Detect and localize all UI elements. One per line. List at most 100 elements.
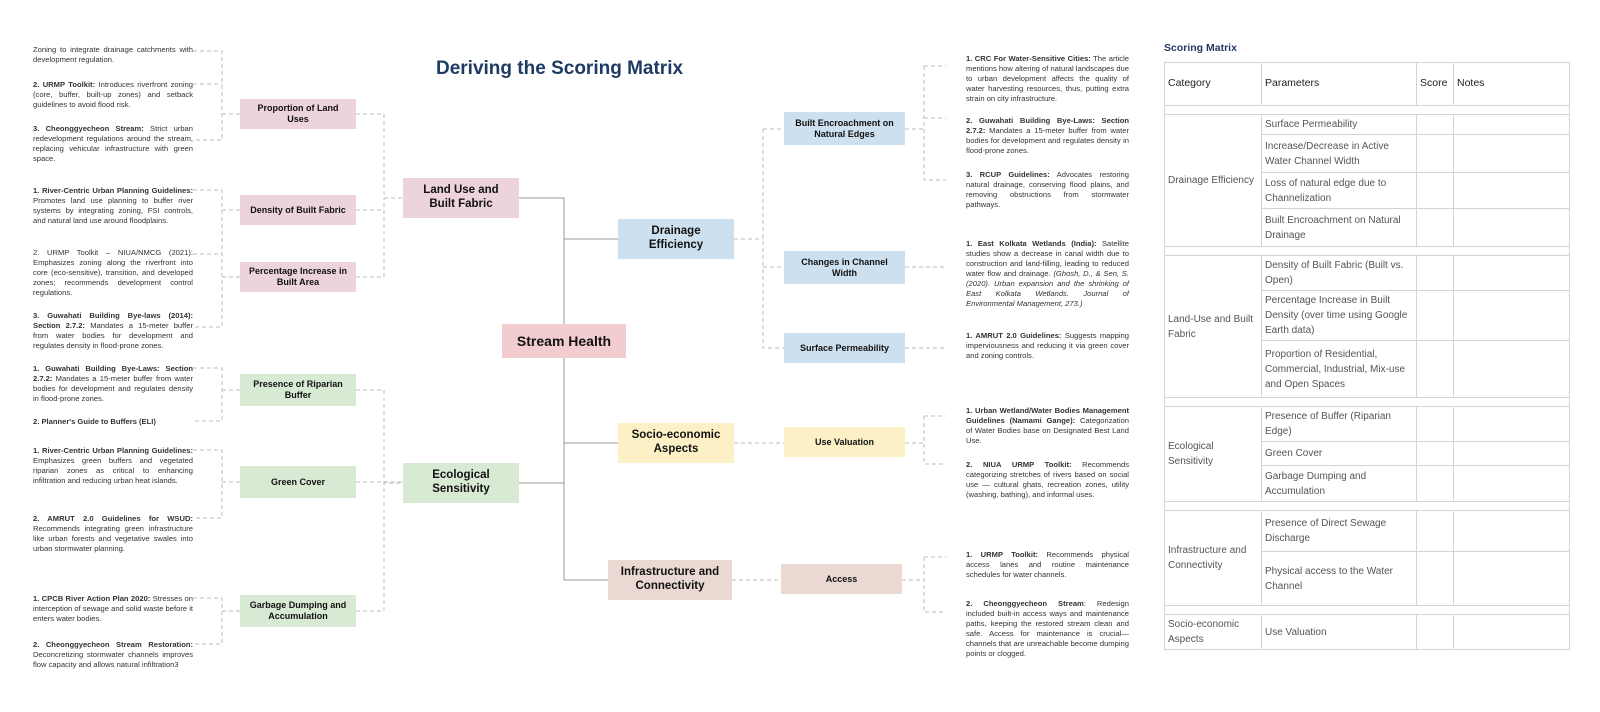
matrix-notes-cell[interactable] [1453, 340, 1570, 398]
matrix-notes-cell[interactable] [1453, 255, 1570, 291]
matrix-parameter-cell: Green Cover [1261, 441, 1417, 466]
matrix-category-cell: Land-Use and Built Fabric [1164, 255, 1262, 398]
matrix-score-cell[interactable] [1416, 134, 1454, 173]
matrix-parameter-cell: Density of Built Fabric (Built vs. Open) [1261, 255, 1417, 291]
matrix-category-cell: Socio-economic Aspects [1164, 614, 1262, 650]
note-niua-urmp-social: 2. NIUA URMP Toolkit: Recommends categor… [966, 460, 1129, 500]
matrix-parameter-cell: Increase/Decrease in Active Water Channe… [1261, 134, 1417, 173]
note-guwahati-buffer: 1. Guwahati Building Bye-Laws: Section 2… [33, 364, 193, 404]
note-cheonggyecheon-access: 2. Cheonggyecheon Stream: Redesign inclu… [966, 599, 1129, 659]
connector-line [923, 557, 946, 613]
matrix-score-cell[interactable] [1416, 614, 1454, 650]
matrix-notes-cell[interactable] [1453, 208, 1570, 247]
param-proportion-land-uses: Proportion of Land Uses [240, 99, 356, 129]
note-urmp-niua: 2. URMP Toolkit – NIUA/NMCG (2021): Emph… [33, 248, 193, 298]
note-urmp-access: 1. URMP Toolkit: Recommends physical acc… [966, 550, 1129, 580]
note-cpcb-action-plan: 1. CPCB River Action Plan 2020: Stresses… [33, 594, 193, 624]
note-cheonggyecheon-restoration: 2. Cheonggyecheon Stream Restoration: De… [33, 640, 193, 670]
connector-line [762, 129, 784, 349]
param-built-encroachment: Built Encroachment on Natural Edges [784, 112, 905, 145]
matrix-score-cell[interactable] [1416, 406, 1454, 442]
matrix-category-cell: Drainage Efficiency [1164, 114, 1262, 247]
matrix-score-cell[interactable] [1416, 340, 1454, 398]
param-green-cover: Green Cover [240, 466, 356, 498]
param-access: Access [781, 564, 902, 594]
connector-line [193, 50, 223, 141]
param-surface-permeability: Surface Permeability [784, 333, 905, 363]
matrix-parameter-cell: Proportion of Residential, Commercial, I… [1261, 340, 1417, 398]
matrix-notes-cell[interactable] [1453, 114, 1570, 135]
matrix-category-cell: Infrastructure and Connectivity [1164, 510, 1262, 606]
connector-line [356, 113, 403, 199]
connector-line [193, 597, 223, 645]
diagram-title: Deriving the Scoring Matrix [436, 58, 684, 79]
matrix-notes-cell[interactable] [1453, 172, 1570, 209]
matrix-notes-cell[interactable] [1453, 510, 1570, 552]
matrix-score-cell[interactable] [1416, 255, 1454, 291]
category-drainage: Drainage Efficiency [618, 219, 734, 259]
connector-line [356, 389, 403, 484]
matrix-row: Percentage Increase in Built Density (ov… [1165, 290, 1570, 341]
note-guwahati-2014: 3. Guwahati Building Bye-laws (2014): Se… [33, 311, 193, 351]
matrix-notes-cell[interactable] [1453, 134, 1570, 173]
matrix-row: Increase/Decrease in Active Water Channe… [1165, 134, 1570, 173]
root-node-stream-health: Stream Health [502, 324, 626, 358]
matrix-notes-cell[interactable] [1453, 614, 1570, 650]
note-zoning-drainage: Zoning to integrate drainage catchments … [33, 45, 193, 65]
matrix-score-cell[interactable] [1416, 465, 1454, 502]
note-amrut-imperviousness: 1. AMRUT 2.0 Guidelines: Suggests mappin… [966, 331, 1129, 361]
param-riparian-buffer: Presence of Riparian Buffer [240, 374, 356, 406]
matrix-score-cell[interactable] [1416, 172, 1454, 209]
matrix-notes-cell[interactable] [1453, 551, 1570, 606]
matrix-category-cell: Ecological Sensitivity [1164, 406, 1262, 502]
note-urmp-zoning: 2. URMP Toolkit: Introduces riverfront z… [33, 80, 193, 110]
matrix-row: Built Encroachment on Natural Drainage [1165, 208, 1570, 247]
note-planners-guide: 2. Planner's Guide to Buffers (ELI) [33, 417, 156, 426]
note-east-kolkata-wetlands: 1. East Kolkata Wetlands (India): Satell… [966, 239, 1129, 309]
matrix-parameter-cell: Presence of Buffer (Riparian Edge) [1261, 406, 1417, 442]
matrix-gap-row [1164, 105, 1570, 115]
matrix-score-cell[interactable] [1416, 510, 1454, 552]
note-amrut-wsud: 2. AMRUT 2.0 Guidelines for WSUD: Recomm… [33, 514, 193, 554]
connector-line [519, 197, 608, 581]
matrix-score-cell[interactable] [1416, 441, 1454, 466]
matrix-notes-cell[interactable] [1453, 290, 1570, 341]
matrix-score-cell[interactable] [1416, 114, 1454, 135]
matrix-notes-cell[interactable] [1453, 465, 1570, 502]
param-pct-increase-built: Percentage Increase in Built Area [240, 262, 356, 292]
matrix-notes-cell[interactable] [1453, 406, 1570, 442]
matrix-gap-row [1164, 397, 1570, 407]
connector-line [356, 483, 385, 612]
matrix-score-cell[interactable] [1416, 290, 1454, 341]
scoring-matrix-title: Scoring Matrix [1164, 42, 1237, 54]
matrix-score-cell[interactable] [1416, 208, 1454, 247]
matrix-score-cell[interactable] [1416, 551, 1454, 606]
matrix-row: Proportion of Residential, Commercial, I… [1165, 340, 1570, 398]
note-cheonggyecheon-regulations: 3. Cheonggyecheon Stream: Strict urban r… [33, 124, 193, 164]
matrix-header-cell: Score [1416, 62, 1454, 106]
matrix-parameter-cell: Loss of natural edge due to Channelizati… [1261, 172, 1417, 209]
category-infra: Infrastructure and Connectivity [608, 560, 732, 600]
note-guwahati-buffer-right: 2. Guwahati Building Bye-Laws: Section 2… [966, 116, 1129, 156]
connector-line [923, 66, 946, 181]
connector-line [193, 367, 223, 422]
connector-line [356, 198, 385, 278]
param-channel-width: Changes in Channel Width [784, 251, 905, 284]
matrix-gap-row [1164, 246, 1570, 256]
matrix-gap-row [1164, 501, 1570, 511]
matrix-notes-cell[interactable] [1453, 441, 1570, 466]
matrix-parameter-cell: Physical access to the Water Channel [1261, 551, 1417, 606]
category-socio: Socio-economic Aspects [618, 423, 734, 463]
matrix-parameter-cell: Surface Permeability [1261, 114, 1417, 135]
matrix-header-cell: Category [1164, 62, 1262, 106]
connector-line [923, 416, 946, 465]
matrix-parameter-cell: Percentage Increase in Built Density (ov… [1261, 290, 1417, 341]
param-use-valuation: Use Valuation [784, 427, 905, 457]
